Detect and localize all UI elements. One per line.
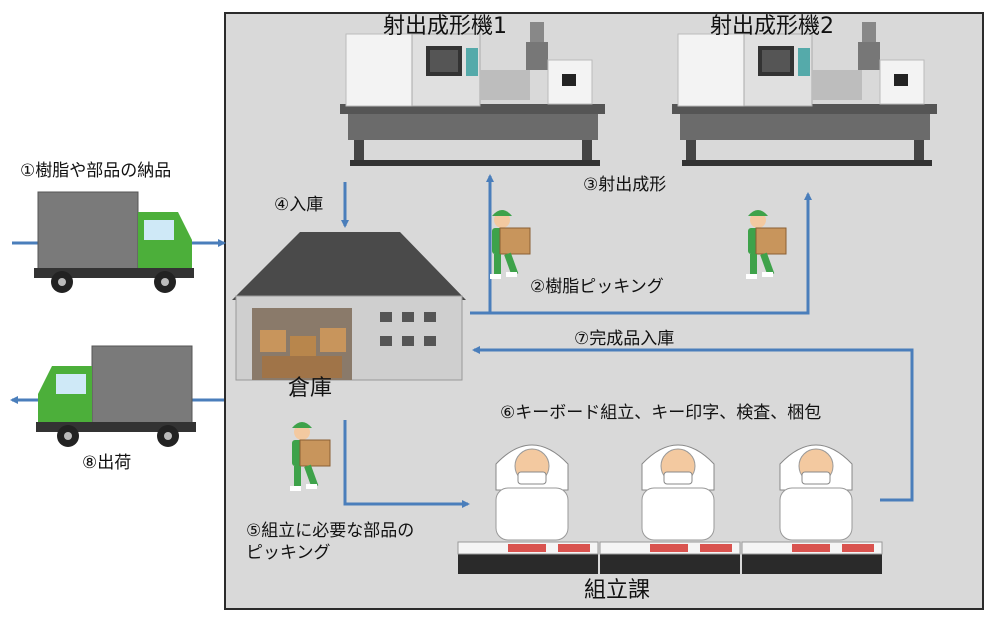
step4-label: ④入庫: [274, 195, 324, 215]
assembly-worker-2: [641, 444, 715, 541]
conveyor-belt-1: [457, 541, 599, 575]
step7-label: ⑦完成品入庫: [574, 329, 675, 349]
worker-parts-picking: [289, 421, 331, 492]
arrow-finished-to-warehouse: [472, 346, 914, 502]
step1-label: ①樹脂や部品の納品: [20, 161, 172, 181]
shipping-truck: [36, 345, 196, 447]
injection-machine-2: [671, 21, 938, 167]
arrow-resin-to-machine1: [470, 174, 494, 315]
step5-label-line2: ピッキング: [246, 543, 331, 563]
worker-resin-picking-1: [489, 209, 531, 280]
conveyor-belt-3: [741, 541, 883, 575]
step2-label: ②樹脂ピッキング: [530, 277, 664, 297]
assembly-worker-1: [495, 444, 569, 541]
conveyor-belt-2: [599, 541, 741, 575]
assembly-label: 組立課: [584, 578, 651, 603]
machine1-title: 射出成形機1: [383, 14, 507, 39]
step8-label: ⑧出荷: [82, 453, 132, 473]
worker-resin-picking-2: [745, 209, 787, 280]
injection-machine-1: [339, 21, 606, 167]
step3-label: ③射出成形: [583, 175, 667, 195]
step5-label-line1: ⑤組立に必要な部品の: [246, 521, 415, 541]
warehouse-building: [232, 232, 466, 381]
warehouse-label: 倉庫: [288, 376, 333, 401]
machine2-title: 射出成形機2: [710, 14, 834, 39]
arrow-resin-to-machine2: [490, 192, 812, 315]
delivery-truck: [34, 191, 194, 293]
step6-label: ⑥キーボード組立、キー印字、検査、梱包: [500, 403, 822, 423]
arrow-parts-to-assembly: [343, 420, 470, 508]
assembly-worker-3: [779, 444, 853, 541]
